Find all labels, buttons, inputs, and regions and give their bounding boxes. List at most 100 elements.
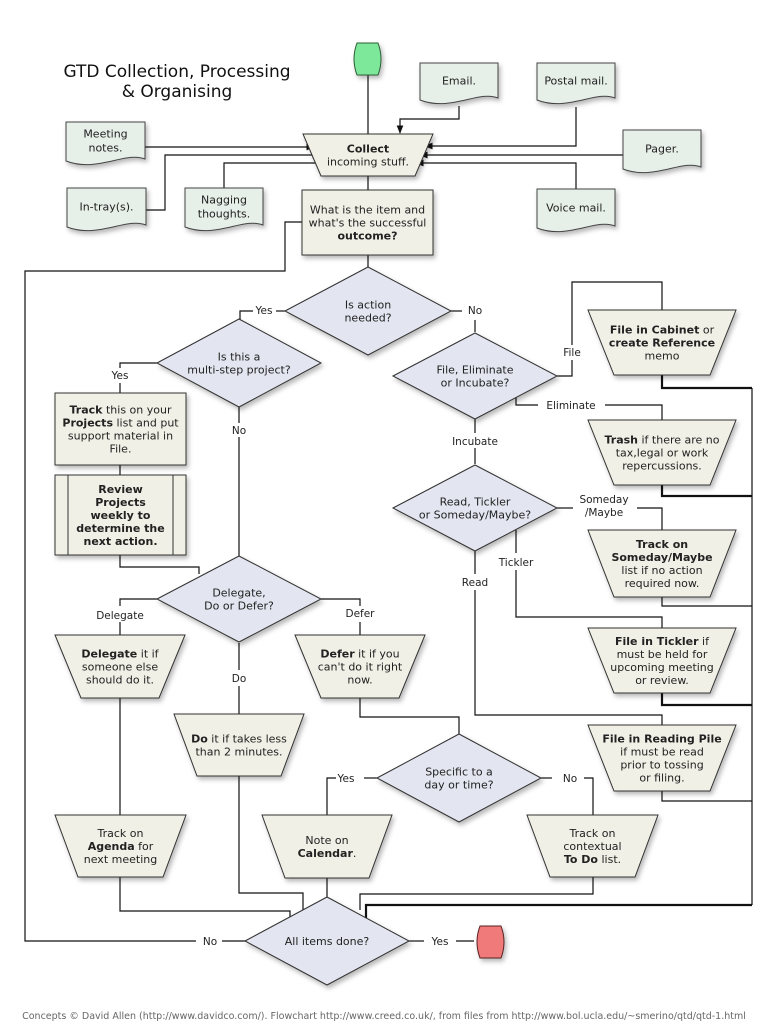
node-what-text: outcome? — [337, 230, 397, 243]
end-terminal — [476, 925, 505, 959]
node-calendar — [261, 814, 393, 879]
text-span: list if no action — [621, 564, 702, 577]
text-span: Specific to a — [425, 766, 493, 779]
text-span: Read, Tickler — [440, 496, 511, 509]
source-doc-pager — [622, 129, 702, 174]
node-todo-text: To Do list. — [564, 853, 621, 866]
text-span: Collect — [347, 143, 389, 156]
node-someday-text: Track on — [636, 538, 688, 551]
text-span: Projects — [62, 417, 113, 430]
text-span: list and put — [113, 417, 179, 430]
node-trash-text: tax,legal or work — [616, 447, 709, 460]
edge-label-do: Do — [232, 673, 247, 685]
source-doc-voice — [536, 188, 616, 233]
node-tickler-text: must be held for — [617, 648, 708, 661]
node-defer-text: can't do it right — [318, 661, 403, 674]
node-do-text: than 2 minutes. — [195, 746, 282, 759]
node-agenda-text: Agenda for — [88, 840, 154, 853]
node-delegate-text: should do it. — [86, 674, 154, 687]
edge-label-done-yes: Yes — [431, 936, 449, 948]
node-review-projects-text: Review — [98, 483, 143, 496]
edge-loop-back — [24, 221, 302, 942]
source-label: Meeting — [83, 128, 127, 141]
node-collect-text: Collect — [347, 143, 389, 156]
node-all-done — [243, 896, 411, 986]
node-reading-pile — [587, 724, 737, 792]
node-review-projects-text: Projects — [95, 496, 146, 509]
text-span: File, Eliminate — [436, 364, 513, 377]
text-span: or Incubate? — [441, 377, 510, 390]
node-track-projects-text: File. — [110, 443, 132, 456]
node-trash-text: Trash if there are no — [604, 434, 719, 447]
node-action-needed — [283, 266, 453, 356]
node-defer-text: now. — [347, 674, 372, 687]
text-span: Someday/Maybe — [611, 551, 712, 564]
source-doc-email — [419, 62, 499, 105]
node-multistep-text: multi-step project? — [187, 364, 291, 377]
text-span: list. — [598, 853, 621, 866]
text-span: it if — [137, 648, 159, 661]
node-delegate — [54, 634, 186, 699]
text-span: or — [699, 324, 714, 337]
edge-label-action-yes: Yes — [255, 305, 273, 317]
node-collect-text: incoming stuff. — [327, 156, 409, 169]
text-span: or Someday/Maybe? — [419, 509, 531, 522]
text-span: memo — [645, 350, 680, 363]
node-file-cabinet-text: memo — [645, 350, 680, 363]
node-what-text: What is the item and — [310, 204, 425, 217]
node-reading-pile-text: File in Reading Pile — [602, 733, 721, 746]
node-ddd — [155, 555, 323, 643]
edge-spec-yes2 — [326, 777, 336, 815]
node-review-projects-text: next action. — [83, 535, 157, 548]
node-action-needed-text: Is action — [345, 299, 391, 312]
text-span: next meeting — [84, 853, 157, 866]
text-span: Delegate — [81, 648, 137, 661]
node-review-projects-text: weekly to — [91, 509, 151, 522]
edge-trash-return — [660, 485, 752, 498]
source-doc-intray — [66, 187, 147, 232]
node-all-done-text: All items done? — [285, 935, 370, 948]
node-tickler-text: upcoming meeting — [610, 661, 714, 674]
node-agenda-text: Track on — [97, 827, 144, 840]
chart-title-line1: GTD Collection, Processing — [63, 62, 290, 82]
edge-label-multi-yes: Yes — [111, 370, 129, 382]
text-span: or review. — [635, 674, 689, 687]
text-span: What is the item and — [310, 204, 425, 217]
text-span: Track on — [569, 827, 616, 840]
node-multistep — [155, 318, 323, 408]
node-do — [173, 713, 305, 777]
node-texts: Meetingnotes.In-tray(s).Naggingthoughts.… — [62, 75, 721, 949]
node-defer-text: Defer it if you — [320, 648, 399, 661]
text-span: if must be read — [620, 746, 704, 759]
node-file-cabinet-text: File in Cabinet or — [610, 324, 715, 337]
text-span: To Do — [564, 853, 599, 866]
text-span: outcome? — [337, 230, 397, 243]
text-span: File in Tickler — [615, 635, 699, 648]
source-doc-meeting — [65, 121, 146, 166]
text-span: Track — [70, 404, 104, 417]
node-what — [301, 189, 434, 256]
text-span: File. — [110, 443, 132, 456]
text-span: required now. — [625, 577, 700, 590]
text-span: Delegate, — [212, 587, 265, 600]
node-review-projects — [54, 474, 187, 556]
text-span: upcoming meeting — [610, 661, 714, 674]
node-multistep-text: Is this a — [218, 351, 261, 364]
source-label: Email. — [442, 75, 476, 88]
text-span: prior to tossing — [620, 759, 703, 772]
node-review-projects-text: determine the — [76, 522, 164, 535]
edge-tickler-return — [660, 693, 752, 707]
text-span: if there are no — [638, 434, 720, 447]
node-do-text: Do it if takes less — [191, 733, 287, 746]
text-span: Note on — [305, 834, 348, 847]
source-label: Pager. — [645, 143, 679, 156]
edge-someday2 — [637, 507, 663, 530]
edge-spec-no2 — [584, 777, 594, 815]
edge-label-spec-yes: Yes — [337, 773, 355, 785]
node-someday-text: Someday/Maybe — [611, 551, 712, 564]
edge-nagging-collect — [223, 159, 325, 188]
node-track-projects-text: support material in — [68, 430, 173, 443]
source-label: In-tray(s). — [79, 201, 133, 214]
text-span: Is action — [345, 299, 391, 312]
